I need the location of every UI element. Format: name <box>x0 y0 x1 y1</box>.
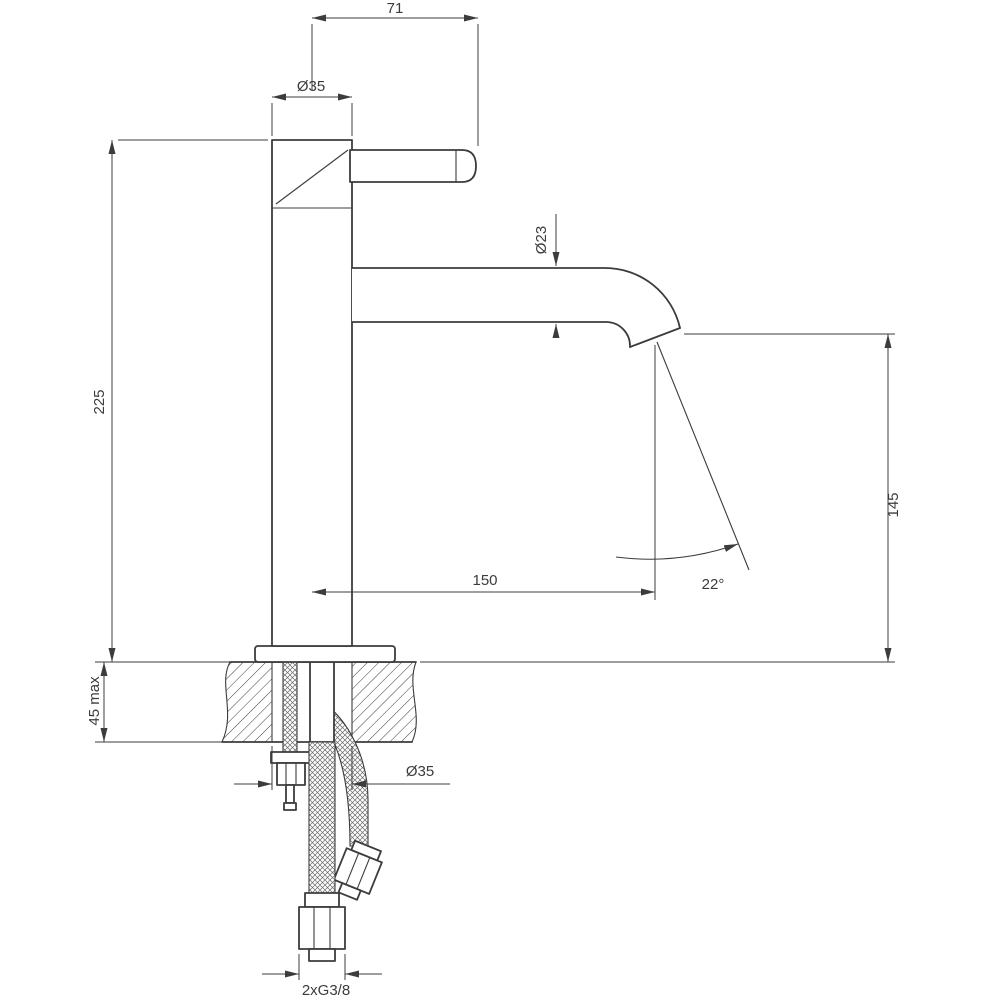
dim-spout-diameter: Ø23 <box>533 214 560 338</box>
hose-right-nut-facet-2 <box>356 857 371 890</box>
hose-right-fitting <box>333 839 383 901</box>
mounting-stud <box>270 661 312 811</box>
dim-total-height: 225 <box>91 139 268 663</box>
dim-deck-thickness: 45 max <box>86 662 222 743</box>
stream-angle-construction: 22° <box>615 341 750 600</box>
spout-inner-edge <box>351 321 631 348</box>
dim-hole-diameter: Ø35 <box>234 746 450 790</box>
dim-top-diameter: Ø35 <box>271 78 353 136</box>
hose-main-hex-nut <box>298 906 346 950</box>
stud-end-cap <box>283 802 297 811</box>
dim-spout-height: 145 <box>420 333 902 663</box>
faucet-body <box>271 139 353 647</box>
counter-break-edge-left <box>221 661 231 743</box>
dim-label-spout-height: 145 <box>885 492 902 517</box>
spout-fill <box>352 267 680 348</box>
hose-main-braided <box>308 741 336 901</box>
hose-main-collar <box>304 892 340 908</box>
dim-label-spout-diameter: Ø23 <box>533 226 550 254</box>
supply-hose-main <box>298 661 346 962</box>
stud-threaded-shaft <box>282 661 298 753</box>
angle-arc <box>615 543 739 560</box>
stud-nut <box>276 762 306 786</box>
dim-label-stream-angle: 22° <box>702 576 725 593</box>
dim-label-deck-thickness: 45 max <box>86 676 103 726</box>
dim-label-hose-thread: 2xG3/8 <box>302 982 350 999</box>
hose-main-tip <box>308 948 336 962</box>
stud-tail <box>285 784 295 804</box>
dim-label-top-diameter: Ø35 <box>297 78 325 95</box>
dim-spout-reach: 150 <box>312 572 655 596</box>
faucet-handle <box>349 149 477 183</box>
counter-hatch-left <box>222 662 272 742</box>
spout-outlet-face <box>629 327 681 348</box>
handle-lever <box>349 149 477 183</box>
dim-hose-thread: 2xG3/8 <box>262 954 382 999</box>
spout-outer-edge <box>351 267 681 329</box>
lever-pivot-line <box>275 149 349 205</box>
counter-break-edge-right <box>411 661 417 743</box>
faucet-spout <box>351 267 681 348</box>
dim-label-hole-diameter: Ø35 <box>406 763 434 780</box>
water-stream-line <box>656 341 750 571</box>
dim-label-handle-length: 71 <box>387 0 404 17</box>
faucet-base-plate <box>254 645 396 663</box>
dim-handle-length: 71 <box>311 0 479 146</box>
counter-hatch-right <box>352 662 417 742</box>
stud-washer <box>270 751 312 764</box>
dim-label-total-height: 225 <box>91 389 108 414</box>
faucet-column <box>271 139 353 647</box>
hose-main-connector-tube <box>309 661 335 743</box>
dim-label-spout-reach: 150 <box>472 572 497 589</box>
hose-right-nut-facet-1 <box>345 852 360 885</box>
hose-right-tip <box>337 882 362 901</box>
